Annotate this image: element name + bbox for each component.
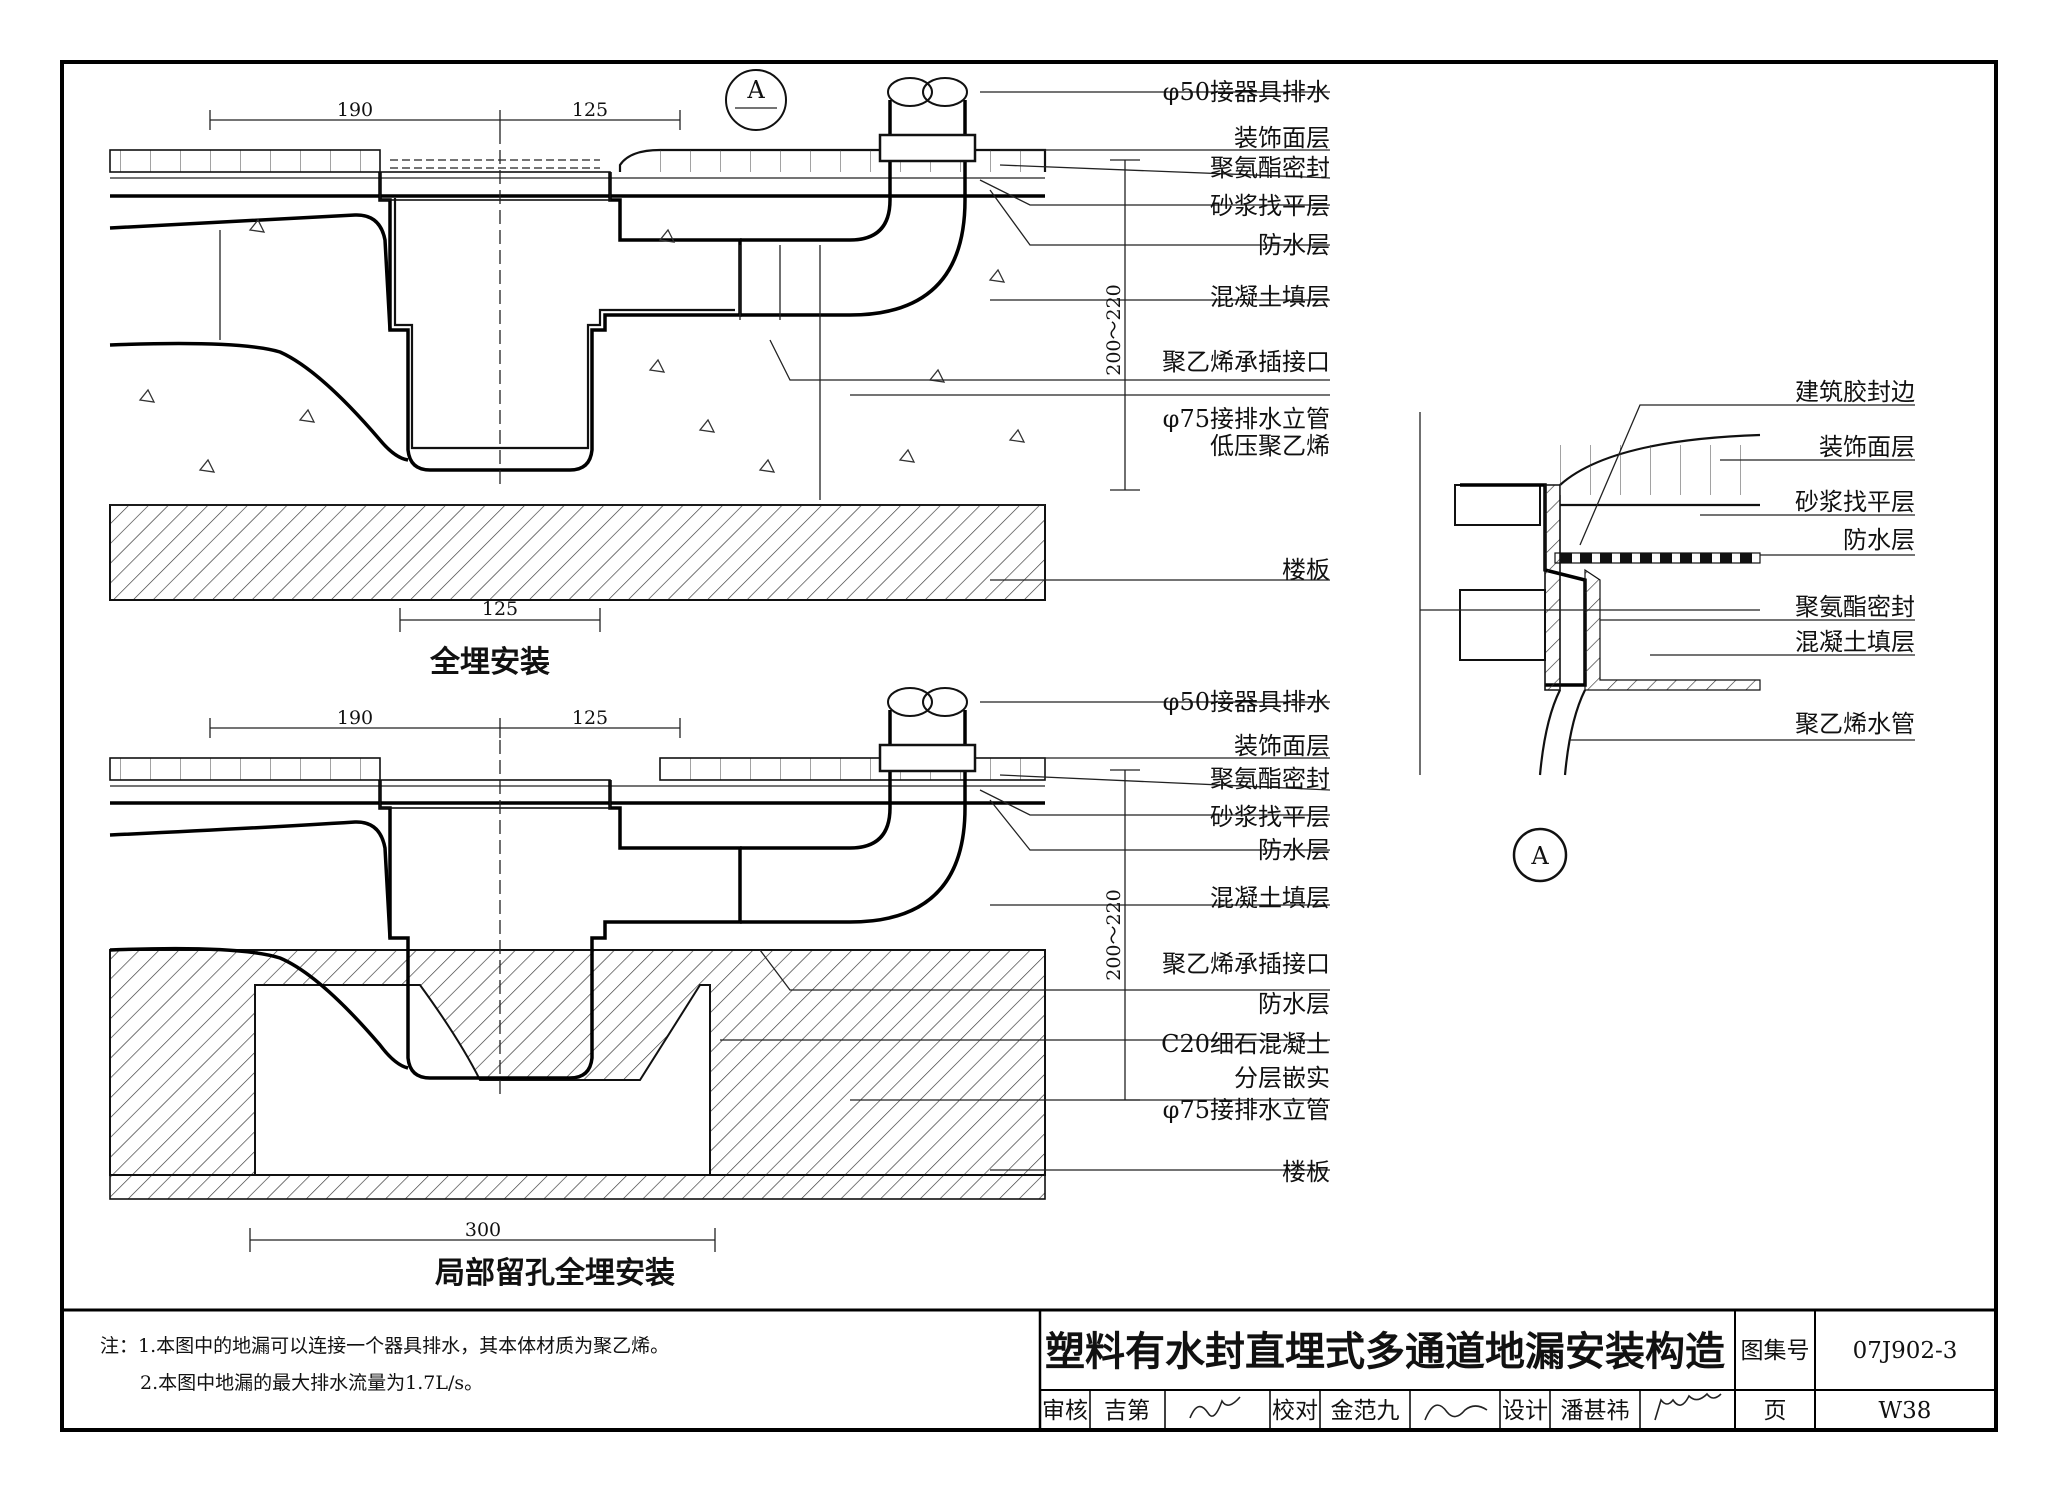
detail-a-tag-label: A	[1530, 842, 1549, 870]
bottom-label-0: φ50接器具排水	[1163, 688, 1330, 716]
page-label: 页	[1764, 1398, 1787, 1424]
detail-a-tag	[1512, 827, 1568, 883]
top-label-5: 混凝土填层	[1210, 283, 1330, 311]
checker-signature	[1424, 1404, 1488, 1421]
title-block: 注：1.本图中的地漏可以连接一个器具排水，其本体材质为聚乙烯。 2.本图中地漏的…	[62, 1308, 1996, 1430]
atlas-no: 07J902-3	[1853, 1338, 1958, 1364]
dim-125-bottom-top: 125	[572, 707, 608, 729]
reviewer: 吉第	[1104, 1398, 1150, 1424]
bottom-label-1: 装饰面层	[1234, 732, 1330, 760]
detail-a: 建筑胶封边 装饰面层 砂浆找平层 防水层 聚氨酯密封 混凝土填层 聚乙烯水管 A	[1419, 378, 1915, 883]
bottom-label-8: C20细石混凝土	[1161, 1030, 1330, 1058]
detail-label-2: 砂浆找平层	[1795, 488, 1915, 516]
bottom-label-6: 聚乙烯承插接口	[1162, 950, 1330, 978]
note-2: 2.本图中地漏的最大排水流量为1.7L/s。	[140, 1372, 483, 1394]
bottom-label-3: 砂浆找平层	[1210, 803, 1330, 831]
bottom-label-5: 混凝土填层	[1210, 884, 1330, 912]
top-label-6: 聚乙烯承插接口	[1162, 348, 1330, 376]
designer-signature	[1654, 1392, 1722, 1421]
detail-label-4: 聚氨酯密封	[1795, 593, 1915, 621]
bottom-label-7: 防水层	[1258, 990, 1330, 1018]
bottom-label-2: 聚氨酯密封	[1210, 765, 1330, 793]
bottom-label-4: 防水层	[1258, 836, 1330, 864]
callout-a-top	[725, 69, 787, 131]
dim-height-bottom: 200～220	[1103, 889, 1125, 981]
top-label-4: 防水层	[1258, 231, 1330, 259]
design-label: 设计	[1502, 1398, 1548, 1424]
top-caption: 全埋安装	[429, 645, 550, 680]
dim-125-bottom: 125	[482, 598, 518, 620]
top-label-2: 聚氨酯密封	[1210, 154, 1330, 182]
top-section: A 190 125 125 200～220 φ50接器具排水 装饰面层 聚氨酯密…	[109, 69, 1331, 680]
designer: 潘甚祎	[1561, 1398, 1630, 1424]
callout-a-top-label: A	[746, 76, 765, 104]
concrete-aggregate-marks	[138, 218, 1026, 473]
top-label-0: φ50接器具排水	[1163, 78, 1330, 106]
dim-height-top: 200～220	[1103, 284, 1125, 376]
note-1: 注：1.本图中的地漏可以连接一个器具排水，其本体材质为聚乙烯。	[100, 1335, 669, 1357]
top-label-7: φ75接排水立管	[1163, 405, 1330, 433]
top-label-3: 砂浆找平层	[1210, 192, 1330, 220]
dim-300: 300	[465, 1219, 501, 1241]
floor-slab	[109, 504, 1046, 601]
finish-layer	[109, 149, 381, 173]
detail-waterproof-strip	[1554, 552, 1761, 564]
checker: 金范九	[1331, 1398, 1400, 1424]
bottom-label-9: 分层嵌实	[1234, 1064, 1330, 1092]
detail-label-0: 建筑胶封边	[1795, 378, 1915, 406]
dim-190-top: 190	[337, 99, 373, 121]
detail-label-1: 装饰面层	[1819, 433, 1915, 461]
check-label: 校对	[1272, 1398, 1318, 1424]
top-label-1: 装饰面层	[1234, 124, 1330, 152]
bottom-label-10: φ75接排水立管	[1163, 1096, 1330, 1124]
top-label-8: 低压聚乙烯	[1210, 432, 1330, 460]
dim-190-bottom: 190	[337, 707, 373, 729]
page-no: W38	[1879, 1398, 1932, 1424]
reviewer-signature	[1189, 1396, 1241, 1419]
top-label-9: 楼板	[1282, 556, 1330, 584]
drawing-title: 塑料有水封直埋式多通道地漏安装构造	[1045, 1329, 1725, 1375]
bottom-label-11: 楼板	[1282, 1158, 1330, 1186]
detail-label-5: 混凝土填层	[1795, 628, 1915, 656]
bottom-section: 190 125 300 200～220 φ50接器具排水 装饰面层 聚氨酯密封 …	[109, 687, 1331, 1291]
detail-label-3: 防水层	[1843, 526, 1915, 554]
dim-125-top: 125	[572, 99, 608, 121]
bottom-caption: 局部留孔全埋安装	[435, 1256, 675, 1291]
atlas-label: 图集号	[1741, 1338, 1810, 1364]
sheet-frame	[60, 60, 1998, 1432]
detail-label-6: 聚乙烯水管	[1795, 710, 1915, 738]
review-label: 审核	[1042, 1398, 1088, 1424]
